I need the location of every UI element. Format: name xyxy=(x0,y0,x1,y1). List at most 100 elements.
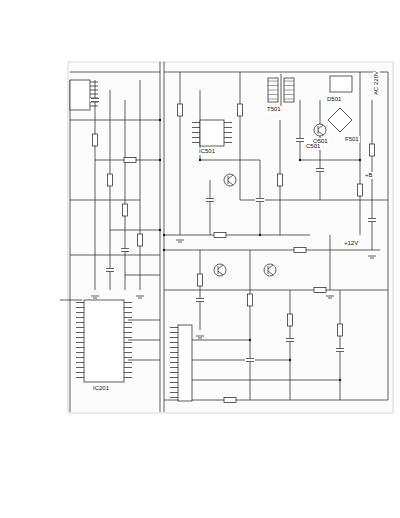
ic-pin xyxy=(90,106,98,107)
resistor-symbol xyxy=(370,144,375,156)
wire xyxy=(128,360,160,361)
capacitor-gap xyxy=(205,198,215,202)
transistor-lead xyxy=(228,175,233,179)
wire xyxy=(340,290,341,400)
transistor-symbol xyxy=(224,174,236,186)
ic-pin xyxy=(170,377,178,378)
ic-pin xyxy=(90,86,98,87)
ic-pin xyxy=(124,307,132,308)
capacitor-plate xyxy=(316,168,324,169)
capacitor-plate xyxy=(336,348,344,349)
junction-dot xyxy=(159,119,161,121)
resistor-symbol xyxy=(248,294,253,306)
part-label: +12V xyxy=(343,240,359,247)
coil-winding xyxy=(284,94,294,95)
wire xyxy=(70,80,71,412)
part-label: C501 xyxy=(305,143,321,150)
ic-pin xyxy=(76,357,84,358)
junction-dot xyxy=(339,379,341,381)
ic-pin xyxy=(170,362,178,363)
resistor-symbol xyxy=(178,104,183,116)
capacitor-plate xyxy=(316,171,324,172)
ic-pin xyxy=(76,342,84,343)
resistor-symbol xyxy=(314,288,326,293)
ground-symbol xyxy=(136,296,144,297)
capacitor-gap xyxy=(315,168,325,172)
ic-pin xyxy=(170,387,178,388)
transformer-core xyxy=(281,74,282,106)
ground-symbol xyxy=(178,242,182,243)
relay-box xyxy=(330,76,352,92)
coil-winding xyxy=(284,81,294,82)
wire xyxy=(160,62,161,412)
wire xyxy=(250,250,251,400)
transistor-lead xyxy=(218,271,223,275)
ic-pin xyxy=(76,362,84,363)
ic-pin xyxy=(90,90,98,91)
capacitor-plate xyxy=(106,271,114,272)
ic-pin xyxy=(224,142,232,143)
capacitor-gap xyxy=(285,338,295,342)
ic-pin xyxy=(76,332,84,333)
ic-pin xyxy=(224,137,232,138)
transistor-base xyxy=(318,126,319,134)
junction-dot xyxy=(249,339,251,341)
ic-pin xyxy=(124,372,132,373)
wire xyxy=(125,275,160,276)
capacitor-plate xyxy=(296,138,304,139)
ic-pin xyxy=(224,122,232,123)
wire xyxy=(70,120,160,121)
ic-pin xyxy=(170,357,178,358)
components xyxy=(70,74,377,403)
ic-body xyxy=(84,300,124,382)
capacitor-plate xyxy=(206,198,214,199)
ic-pin xyxy=(170,397,178,398)
coil-winding xyxy=(268,85,278,86)
wire xyxy=(300,160,360,161)
capacitor-plate xyxy=(368,221,376,222)
capacitor-plate xyxy=(286,338,294,339)
ic-pin xyxy=(76,317,84,318)
transistor-symbol xyxy=(264,264,276,276)
transistor-symbol xyxy=(314,124,326,136)
ic-pin xyxy=(124,322,132,323)
ic-body xyxy=(178,325,192,401)
capacitor-gap xyxy=(120,248,130,252)
ic-pin xyxy=(90,94,98,95)
capacitor-gap xyxy=(335,348,345,352)
wire xyxy=(240,72,241,200)
capacitor-gap xyxy=(367,218,377,222)
capacitor-plate xyxy=(336,351,344,352)
wire xyxy=(125,100,126,290)
ic-pin xyxy=(192,127,200,128)
resistor-symbol xyxy=(338,324,343,336)
ground-symbol xyxy=(93,298,97,299)
resistor-symbol xyxy=(288,314,293,326)
transistor-lead xyxy=(318,125,323,129)
wire xyxy=(164,72,388,73)
ic-body xyxy=(70,80,90,110)
capacitor-plate xyxy=(296,141,304,142)
wire xyxy=(210,180,211,235)
capacitor-plate xyxy=(246,358,254,359)
capacitor-plate xyxy=(246,361,254,362)
part-label: IC201 xyxy=(92,385,110,392)
transistor-lead xyxy=(318,131,323,135)
coil-winding xyxy=(268,81,278,82)
transistor-lead xyxy=(268,265,273,269)
ic-pin xyxy=(224,132,232,133)
wire xyxy=(95,80,96,290)
ic-pin xyxy=(124,317,132,318)
capacitor-plate xyxy=(196,298,204,299)
ic-pin xyxy=(76,302,84,303)
wire xyxy=(128,320,160,321)
junction-dot xyxy=(163,249,165,251)
ground-symbol xyxy=(198,338,202,339)
wire xyxy=(110,230,160,231)
wire xyxy=(164,250,380,251)
wire xyxy=(70,200,140,201)
resistor-symbol xyxy=(358,184,363,196)
ic-pin xyxy=(170,342,178,343)
resistor-symbol xyxy=(198,274,203,286)
